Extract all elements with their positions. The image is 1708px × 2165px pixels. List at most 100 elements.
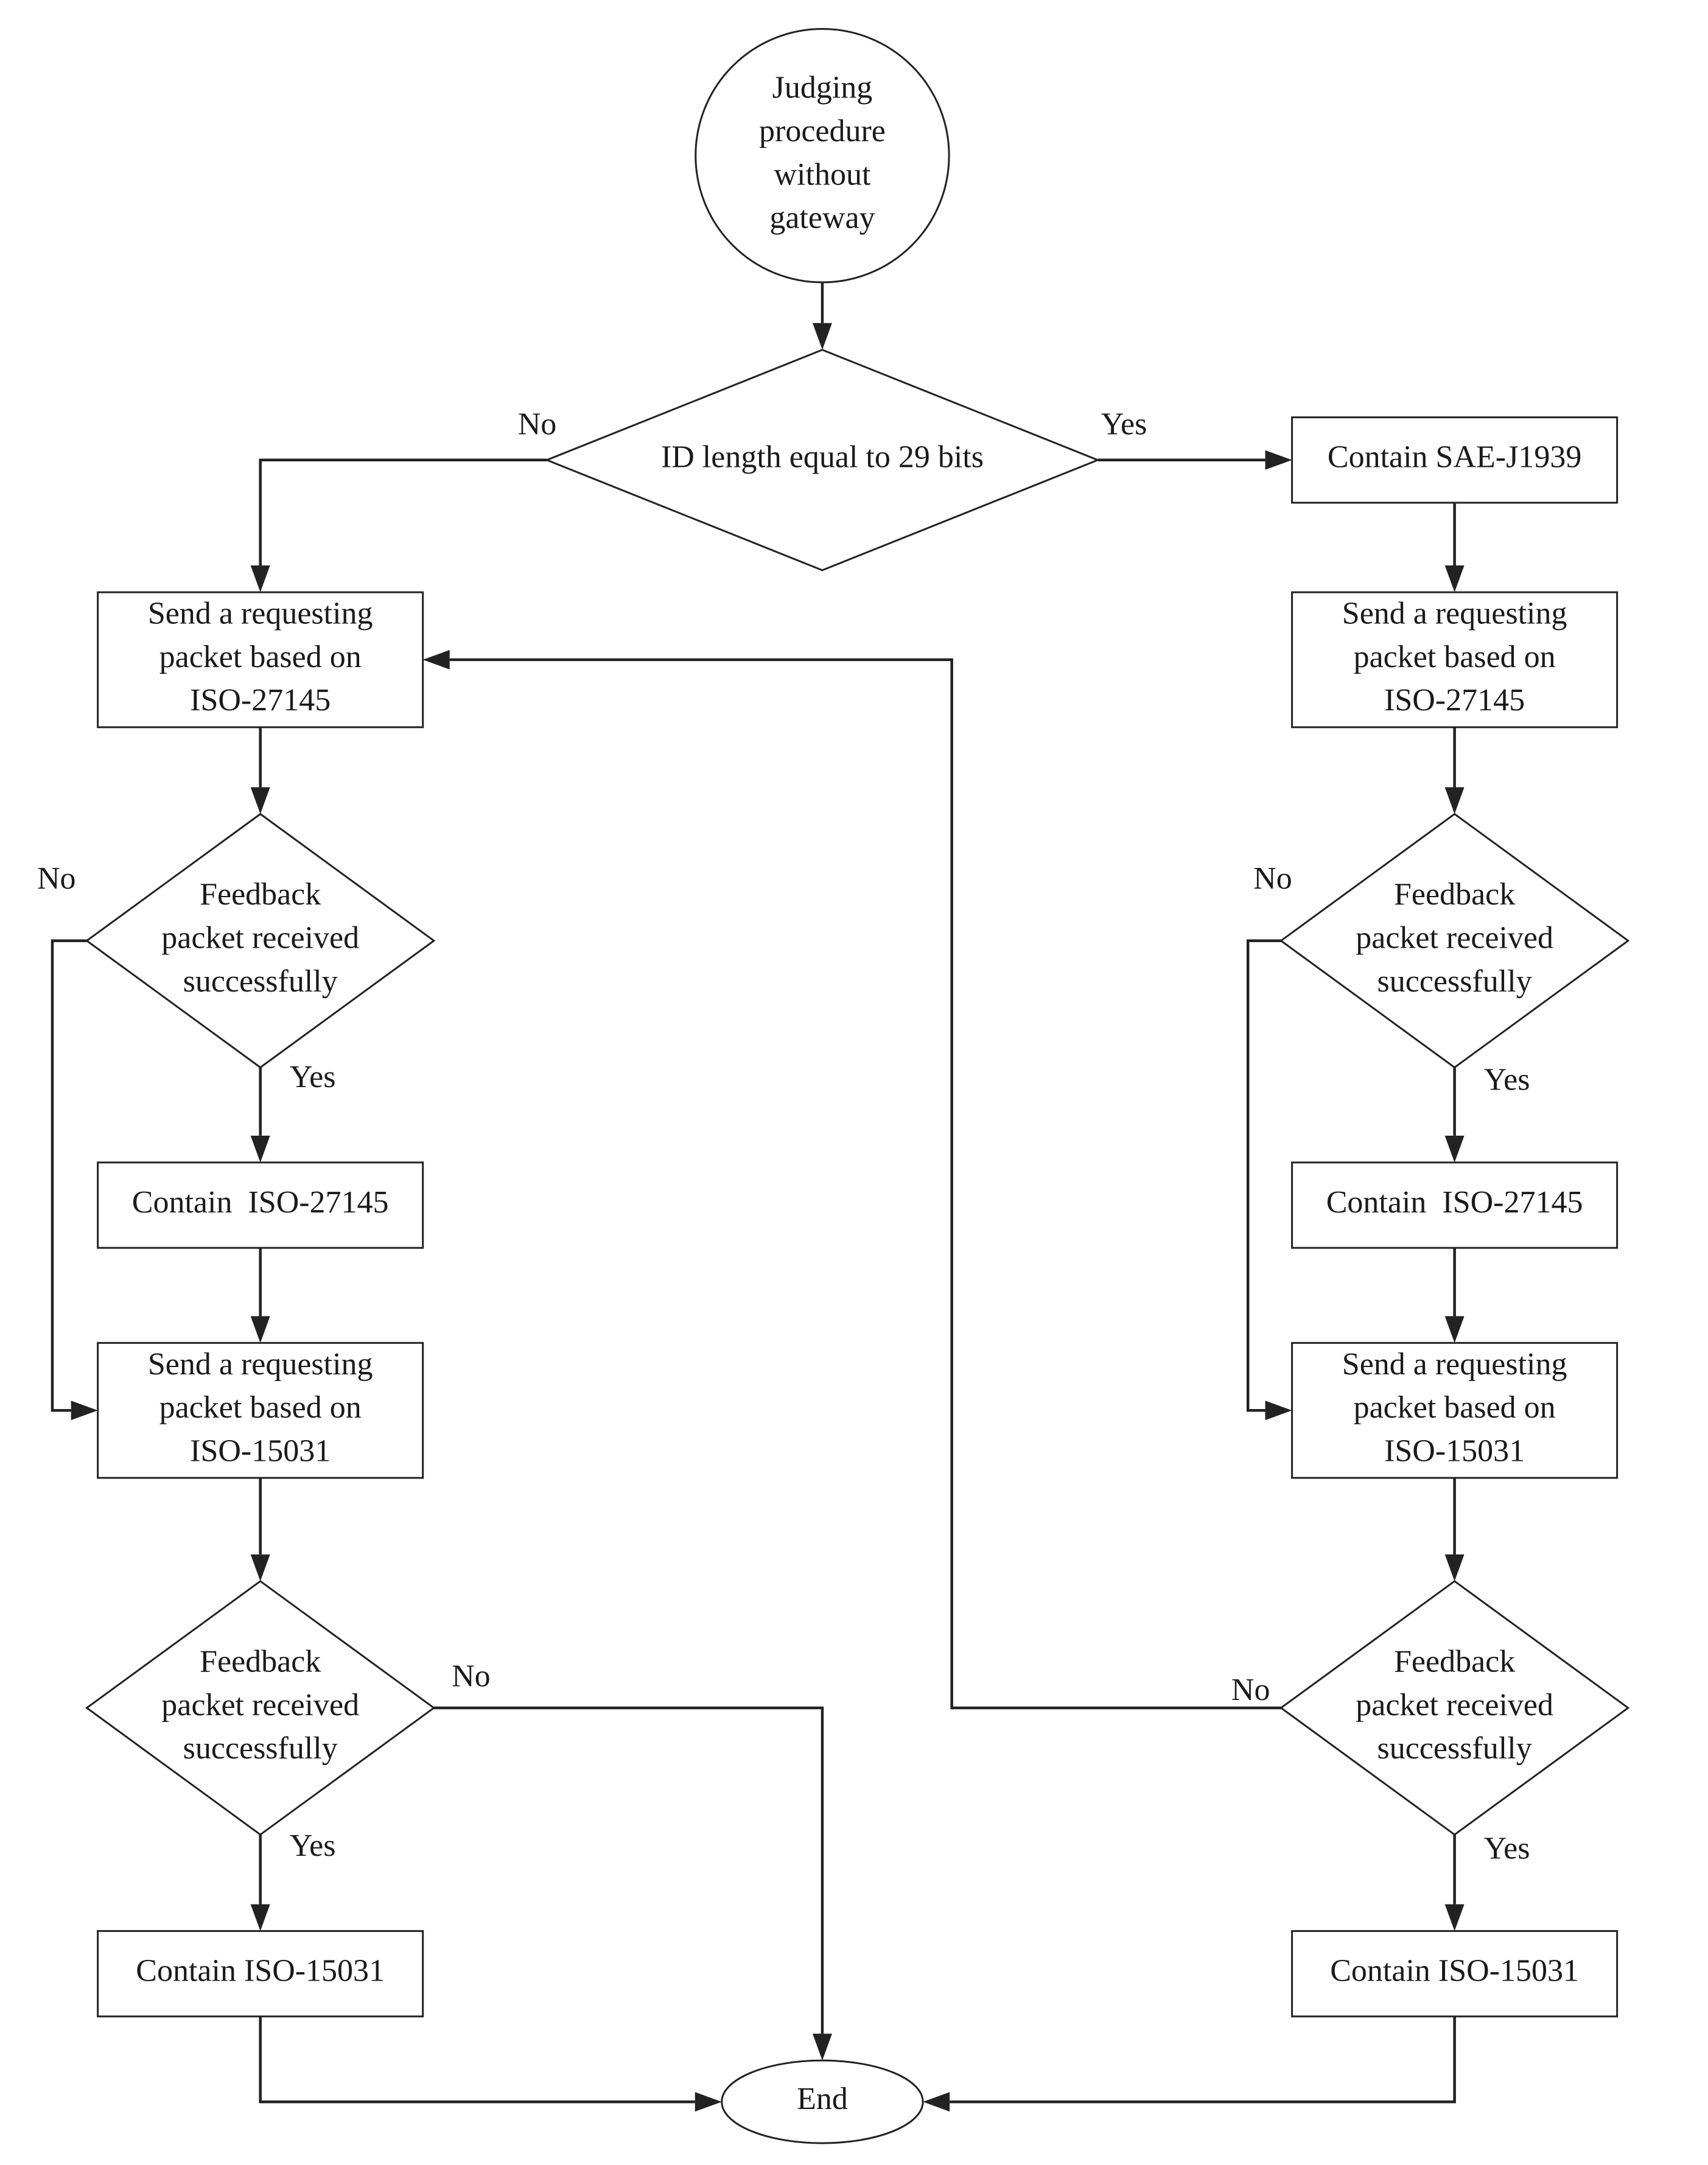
process-box — [1291, 591, 1619, 729]
process-box — [97, 1341, 424, 1479]
node-text-line: without — [774, 157, 871, 192]
flowchart-edges — [51, 282, 1465, 2112]
node-text-line: Feedback — [200, 877, 321, 912]
edge-label-right-fb2-no: No — [1231, 1673, 1270, 1707]
connector-arrow — [51, 939, 98, 1421]
arrowhead — [1444, 1554, 1465, 1581]
node-end: End — [721, 2059, 924, 2144]
node-text-line: ID length equal to 29 bits — [661, 440, 984, 475]
connector-arrow — [1097, 450, 1292, 470]
node-text-line: Send a requesting — [1342, 1347, 1567, 1382]
arrowhead — [1444, 1316, 1465, 1343]
arrowhead — [1444, 1135, 1465, 1163]
arrowhead — [250, 787, 270, 814]
connector-arrow — [250, 458, 547, 593]
connector-line — [433, 1706, 824, 2034]
connector-line — [1246, 939, 1281, 1412]
edge-label-left-fb1-no: No — [37, 861, 76, 896]
node-text-line: Feedback — [1394, 877, 1515, 912]
connector-arrow — [1246, 939, 1292, 1421]
process-box — [1291, 1341, 1619, 1479]
node-text-line: successfully — [1377, 1731, 1532, 1766]
arrowhead — [695, 2092, 722, 2112]
node-left-contain-15031: Contain ISO-15031 — [97, 1930, 424, 2018]
decision-diamond — [544, 349, 1101, 572]
connector-line — [449, 658, 1281, 1710]
node-decision-id: ID length equal to 29 bits — [544, 349, 1101, 572]
node-right-contain-15031: Contain ISO-15031 — [1291, 1930, 1619, 2018]
arrowhead — [250, 565, 270, 593]
edge-label-id-yes: Yes — [1101, 407, 1147, 441]
process-box — [1291, 1161, 1619, 1249]
connector-arrow — [250, 1834, 270, 1931]
arrowhead — [812, 323, 832, 350]
node-text-line: Feedback — [200, 1645, 321, 1679]
node-text-line: packet received — [1356, 1688, 1553, 1723]
process-box — [97, 1161, 424, 1249]
arrowhead — [1444, 1904, 1465, 1931]
node-text-line: procedure — [759, 114, 886, 149]
node-text-line: packet received — [1356, 921, 1553, 956]
connector-arrow — [923, 2016, 1456, 2112]
connector-line — [259, 458, 547, 566]
node-text-line: successfully — [1377, 964, 1532, 999]
connector-arrow — [259, 2016, 722, 2112]
arrowhead — [71, 1401, 98, 1421]
node-text-line: Feedback — [1394, 1645, 1515, 1679]
edge-label-right-fb1-no: No — [1253, 861, 1292, 896]
node-text-line: Send a requesting — [148, 1347, 373, 1382]
node-text-line: packet based on — [159, 640, 362, 674]
edge-label-right-fb2-yes: Yes — [1484, 1831, 1530, 1866]
arrowhead — [250, 1135, 270, 1163]
node-text-line: Send a requesting — [148, 596, 373, 631]
decision-diamond — [85, 813, 436, 1069]
connector-arrow — [250, 727, 270, 814]
decision-diamond — [85, 1579, 436, 1836]
connector-arrow — [250, 1248, 270, 1343]
edge-label-right-fb1-yes: Yes — [1484, 1063, 1530, 1097]
connector-arrow — [1444, 1834, 1465, 1931]
node-text-line: Contain ISO-27145 — [132, 1185, 389, 1220]
node-contain-j1939: Contain SAE-J1939 — [1291, 416, 1619, 504]
node-text-line: gateway — [769, 201, 875, 236]
flowchart-nodes: Judging procedure without gateway ID length … — [85, 28, 1630, 2144]
edge-label-left-fb2-yes: Yes — [290, 1828, 336, 1863]
node-text-line: Judging — [772, 71, 873, 105]
node-text-line: Contain ISO-15031 — [136, 1954, 385, 1988]
connector-arrow — [1444, 1248, 1465, 1343]
arrowhead — [422, 649, 450, 670]
decision-diamond — [1279, 813, 1630, 1069]
node-text-line: successfully — [183, 1731, 338, 1766]
connector-arrow — [422, 649, 1281, 1710]
arrowhead — [250, 1316, 270, 1343]
connector-arrow — [250, 1067, 270, 1163]
node-text-line: packet received — [161, 1688, 359, 1723]
node-text-line: End — [797, 2082, 848, 2116]
process-box — [97, 1930, 424, 2018]
node-right-fb2: Feedback packet received successfully — [1279, 1579, 1630, 1836]
arrowhead — [812, 2034, 832, 2061]
arrowhead — [1444, 787, 1465, 814]
node-text-line: packet based on — [1354, 1390, 1556, 1425]
node-left-fb2: Feedback packet received successfully — [85, 1579, 436, 1836]
arrowhead — [1265, 450, 1292, 470]
connector-line — [259, 2016, 695, 2104]
node-text-line: packet based on — [159, 1390, 362, 1425]
connector-arrow — [250, 1478, 270, 1581]
node-right-fb1: Feedback packet received successfully — [1279, 813, 1630, 1069]
connector-arrow — [1444, 502, 1465, 593]
connector-arrow — [1444, 1478, 1465, 1581]
edge-label-left-fb1-yes: Yes — [290, 1060, 336, 1094]
node-text-line: successfully — [183, 964, 338, 999]
decision-diamond — [1279, 1579, 1630, 1836]
node-text-line: Contain ISO-15031 — [1330, 1954, 1579, 1988]
connector-arrow — [812, 282, 832, 350]
connector-arrow — [1444, 1067, 1465, 1163]
arrowhead — [250, 1554, 270, 1581]
arrowhead — [923, 2092, 950, 2112]
arrowhead — [1265, 1401, 1292, 1421]
